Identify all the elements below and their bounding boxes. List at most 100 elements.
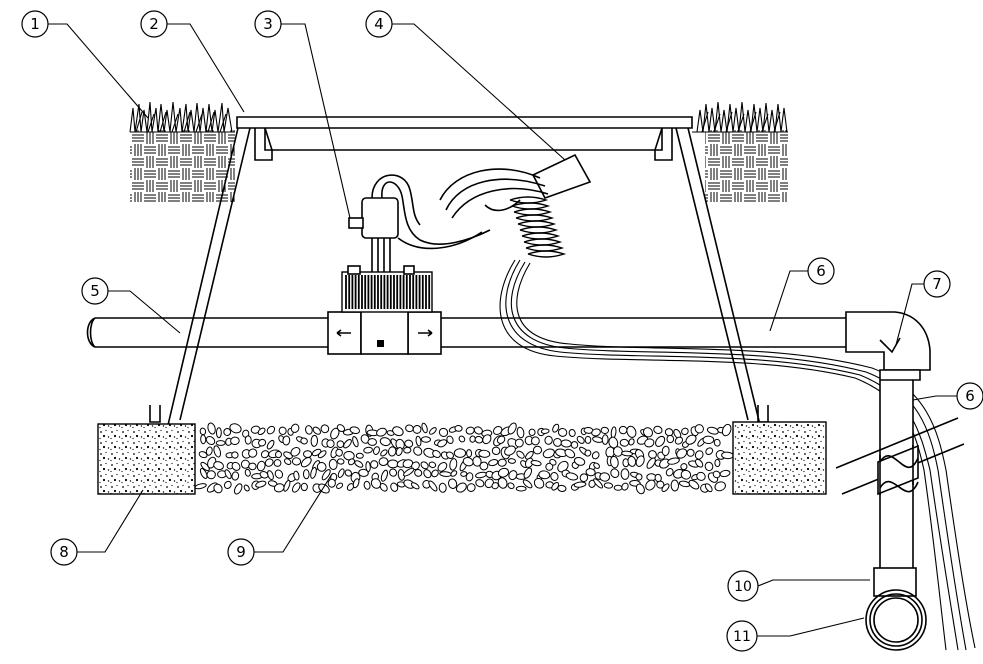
gravel-stone: [533, 477, 545, 489]
gravel-stone: [278, 426, 287, 435]
gravel-stone: [702, 435, 715, 445]
gravel-stone: [437, 439, 448, 448]
callout-2-label: 2: [149, 15, 159, 33]
gravel-stone: [528, 428, 536, 436]
gravel-stone: [198, 451, 208, 459]
gravel-stone: [472, 456, 482, 467]
gravel-stone: [213, 483, 223, 494]
gravel-stone: [376, 427, 387, 437]
gravel-stone: [300, 482, 308, 492]
gravel-stone: [610, 455, 619, 469]
gravel-stone: [610, 426, 617, 439]
gravel-stone: [403, 446, 412, 454]
gravel-stone: [292, 482, 301, 493]
gravel-stone: [678, 480, 691, 488]
gravel-stone: [231, 461, 241, 471]
turf-grass-right: [692, 101, 788, 133]
gravel-stone: [591, 428, 601, 437]
coil-turn: [523, 238, 563, 246]
gravel-stone: [694, 450, 704, 460]
gravel-stone: [458, 435, 466, 443]
gravel-stone: [530, 460, 542, 467]
gravel-stone: [455, 482, 467, 493]
gravel-stone: [349, 426, 360, 435]
gravel-stone: [504, 445, 516, 456]
gravel-stone: [403, 467, 415, 477]
pvc-elbow: [845, 311, 931, 371]
gravel-stone: [223, 428, 232, 436]
lateral-pipe: [86, 317, 848, 348]
control-wires: [499, 259, 976, 651]
gravel-stone: [199, 427, 207, 436]
turf-grass-left: [129, 101, 235, 133]
gravel-stone: [573, 456, 586, 466]
coil-turn: [525, 244, 565, 252]
gravel-stone: [592, 436, 604, 443]
gravel-stone: [653, 425, 663, 434]
gravel-stone: [410, 482, 420, 490]
gravel-stone: [207, 422, 216, 435]
gravel-stone: [387, 446, 397, 457]
gravel-stone: [552, 423, 560, 433]
callout-10-label: 10: [734, 579, 752, 595]
valve-box: [149, 127, 769, 426]
gravel-stone: [523, 467, 533, 479]
gravel-stone: [680, 469, 692, 480]
gravel-stone: [721, 423, 732, 437]
mainline-break: [835, 417, 965, 496]
gravel-stone: [666, 434, 675, 444]
gravel-stone: [655, 435, 666, 447]
gravel-stone: [230, 436, 240, 446]
gravel-stone: [317, 450, 327, 459]
native-soil-left: [130, 130, 235, 202]
gravel-stone: [200, 434, 207, 445]
gravel-stone: [544, 435, 553, 445]
gravel-stone: [514, 438, 524, 448]
gravel-stone: [283, 451, 293, 460]
gravel-stone: [584, 449, 592, 457]
gravel-stone: [478, 449, 491, 458]
callout-8-label: 8: [59, 543, 69, 561]
gravel-stone: [656, 480, 665, 489]
gravel-stone: [460, 471, 468, 477]
gravel-stone: [414, 469, 423, 477]
gravel-stone: [507, 422, 517, 435]
callout-4-label: 4: [374, 15, 384, 33]
gravel-stone: [316, 462, 327, 472]
gravel-stone: [367, 438, 377, 446]
gravel-stone: [645, 479, 656, 491]
gravel-stone: [465, 426, 475, 435]
gravel-stone: [336, 458, 345, 465]
gravel-stone: [618, 425, 628, 435]
callout-9-label: 9: [236, 543, 246, 561]
gravel-stone: [610, 468, 620, 478]
gravel-stone: [681, 427, 689, 436]
gravel-stone: [380, 469, 388, 482]
gravel-stone: [635, 483, 645, 495]
gravel-stone: [704, 483, 713, 493]
callout-3-label: 3: [263, 15, 273, 33]
callout-10: 10: [727, 570, 759, 602]
gravel-stone: [358, 468, 369, 477]
gravel-stone: [714, 458, 721, 468]
gravel-stone: [303, 450, 313, 459]
gravel-stone: [310, 434, 319, 447]
gravel-stone: [282, 435, 291, 446]
gravel-stone: [213, 445, 222, 458]
gravel-stone: [267, 470, 274, 481]
gravel-stone: [405, 424, 414, 433]
gravel-stone: [273, 459, 282, 467]
mainline-pipe: [865, 589, 927, 651]
gravel-stone: [568, 429, 576, 437]
coil-turn: [521, 232, 561, 240]
gravel-stone: [549, 458, 557, 466]
gravel-stone: [266, 425, 276, 435]
callout-11: 11: [726, 620, 758, 652]
gravel-stone: [538, 470, 551, 480]
callout-11-label: 11: [733, 629, 751, 645]
gravel-stone: [370, 478, 382, 489]
gravel-stone: [429, 427, 437, 435]
gravel-sump: [194, 422, 734, 495]
gravel-stone: [448, 478, 458, 489]
